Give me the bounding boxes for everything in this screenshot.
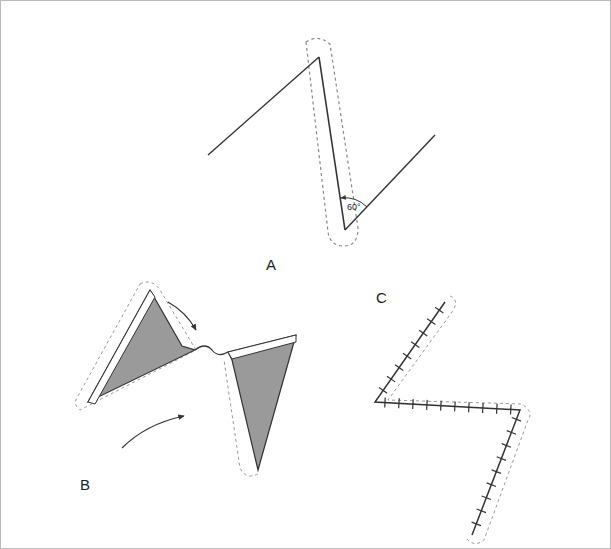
rotation-arrow — [122, 416, 184, 448]
stitch — [482, 496, 491, 500]
stitch — [379, 388, 387, 394]
stitch — [510, 404, 512, 414]
rotation-arrow — [168, 302, 196, 330]
stitch — [496, 404, 498, 414]
stitch — [468, 402, 470, 412]
stitch — [403, 353, 411, 359]
stitch — [440, 401, 442, 411]
stitch — [502, 444, 511, 448]
stitch — [454, 401, 456, 411]
stitch — [419, 330, 427, 336]
stitch — [412, 399, 414, 409]
incision-plan — [208, 38, 435, 246]
stitch — [435, 307, 443, 313]
incision-line — [208, 57, 319, 155]
flap-edge — [88, 290, 155, 404]
stitch — [395, 365, 403, 371]
panel-letter: C — [376, 290, 387, 305]
stitch — [472, 522, 481, 526]
stitch — [492, 470, 501, 474]
suture-line — [375, 302, 520, 535]
stitch — [507, 431, 516, 435]
stitch — [384, 398, 386, 408]
stitch — [387, 376, 395, 382]
stitch — [482, 403, 484, 413]
panel-letter: B — [80, 477, 90, 492]
panel-letter: A — [266, 257, 276, 272]
stitch — [497, 457, 506, 461]
flap-edge — [228, 335, 296, 359]
flap — [228, 335, 296, 470]
dashed-outline — [75, 282, 196, 410]
angle-label: 60° — [347, 203, 361, 212]
stitch — [426, 400, 428, 410]
stitch — [427, 319, 435, 325]
dashed-outline — [306, 38, 358, 246]
stitches — [379, 307, 521, 525]
incision-line — [345, 135, 435, 230]
sutured-result — [375, 296, 530, 544]
stitch — [411, 342, 419, 348]
transposed-flaps — [75, 282, 296, 476]
central-limb — [319, 57, 345, 230]
flap-base — [195, 346, 228, 355]
stitch — [487, 483, 496, 487]
stitch — [477, 509, 486, 513]
dashed-outline — [388, 296, 530, 544]
stitch — [398, 398, 400, 408]
stitch — [512, 418, 521, 422]
dashed-outline — [224, 360, 258, 476]
